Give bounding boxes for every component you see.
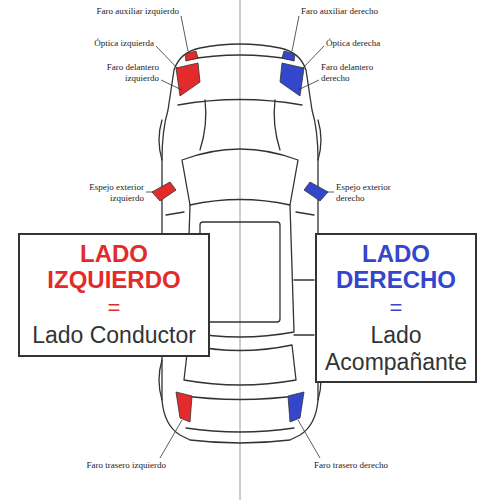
hood-crease: [200, 100, 280, 150]
windshield: [182, 149, 298, 205]
side-description: Lado Conductor: [28, 322, 200, 348]
leader-line: [302, 46, 324, 69]
leader-line: [156, 46, 178, 69]
equals-sign: =: [325, 294, 467, 323]
leader-line: [298, 420, 320, 458]
front-bumper: [186, 55, 294, 60]
taillight-left: [176, 392, 192, 422]
headlight-left: [176, 63, 200, 96]
part-label: Faro trasero izquierdo: [56, 460, 166, 471]
side-heading: LADO IZQUIERDO: [28, 241, 200, 294]
side-description: Lado Acompañante: [325, 322, 467, 375]
leader-line: [292, 16, 299, 51]
side-box: LADO IZQUIERDO=Lado Conductor: [18, 233, 210, 357]
leader-line: [161, 80, 182, 90]
part-label: Faro auxiliar derecho: [301, 6, 411, 17]
leader-line: [146, 192, 153, 193]
taillight-right: [288, 392, 304, 422]
part-label: Faro delantero derecho: [321, 62, 383, 84]
hood-line: [178, 100, 302, 106]
mirror-right: [304, 182, 328, 201]
part-label: Óptica izquierda: [54, 38, 154, 49]
leader-line: [181, 16, 188, 51]
part-label: Faro trasero derecho: [314, 460, 424, 471]
part-label: Faro auxiliar izquierdo: [69, 6, 179, 17]
side-heading: LADO DERECHO: [325, 241, 467, 294]
aux-light-left: [185, 51, 198, 61]
sunroof: [200, 222, 280, 322]
part-label: Espejo exterior izquierdo: [82, 182, 144, 204]
aux-light-right: [282, 51, 295, 61]
rear-bumper: [186, 428, 294, 432]
part-label: Faro delantero izquierdo: [97, 62, 159, 84]
part-label: Espejo exterior derecho: [336, 182, 398, 204]
equals-sign: =: [28, 294, 200, 323]
leader-line: [327, 192, 334, 193]
center-line: [240, 0, 241, 500]
leader-line: [298, 80, 319, 90]
side-box: LADO DERECHO=Lado Acompañante: [315, 233, 477, 383]
part-label: Óptica derecha: [326, 38, 426, 49]
trunk-line: [178, 395, 302, 400]
headlight-right: [280, 63, 304, 96]
mirror-left: [152, 182, 176, 201]
leader-line: [160, 420, 182, 458]
